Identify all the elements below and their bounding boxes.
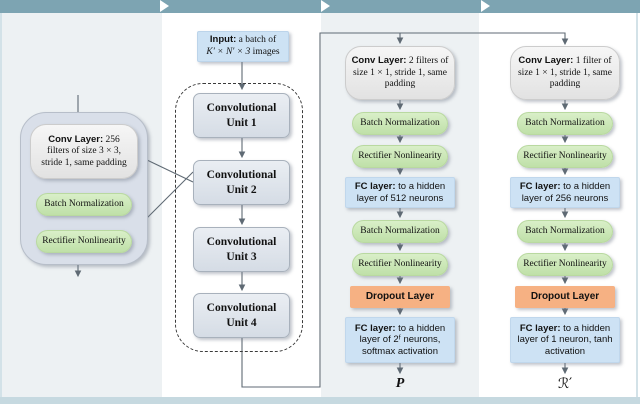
value-fc-1-box: FC layer: to a hidden layer of 256 neuro… — [510, 177, 620, 208]
unit-label-line2: Unit 3 — [226, 250, 257, 263]
unit-label-line1: Convolutional — [206, 169, 277, 182]
value-output-symbol: ℛ′ — [557, 376, 573, 392]
conv-layer-desc: 2 filters of size 1 × 1, stride 1, same … — [352, 56, 449, 90]
batch-norm-label: Batch Normalization — [360, 117, 440, 128]
conv-unit-3-box: Convolutional Unit 3 — [193, 227, 290, 272]
policy-conv-layer-box: Conv Layer: 2 filters of size 1 × 1, str… — [345, 46, 455, 100]
conv-unit-1-box: Convolutional Unit 1 — [193, 93, 290, 138]
rectifier-label: Rectifier Nonlinearity — [523, 258, 607, 269]
unit-label-line2: Unit 4 — [226, 316, 257, 329]
policy-fc-1-box: FC layer: to a hidden layer of 512 neuro… — [345, 177, 455, 208]
detail-conv-layer-box: Conv Layer: 256 filters of size 3 × 3, s… — [30, 124, 138, 179]
conv-unit-4-box: Convolutional Unit 4 — [193, 293, 290, 338]
value-dropout-box: Dropout Layer — [515, 286, 615, 308]
fc-layer-desc: to a hidden layer of 1 neuron, tanh acti… — [517, 322, 613, 357]
detail-batch-norm-box: Batch Normalization — [36, 193, 132, 216]
unit-label-line1: Convolutional — [206, 302, 277, 315]
fc-layer-desc: to a hidden layer of 256 neurons — [521, 180, 611, 204]
conv-layer-title: Conv Layer: — [351, 55, 407, 67]
input-dims-tail: images — [250, 47, 280, 57]
unit-label-line1: Convolutional — [206, 236, 277, 249]
left-frame-line — [0, 13, 2, 397]
fc-layer-title: FC layer: — [519, 322, 561, 334]
dropout-label: Dropout Layer — [530, 290, 600, 302]
fc-layer-title: FC layer: — [354, 322, 396, 334]
rectifier-label: Rectifier Nonlinearity — [358, 258, 442, 269]
value-conv-layer-box: Conv Layer: 1 filter of size 1 × 1, stri… — [510, 46, 620, 100]
dropout-label: Dropout Layer — [365, 290, 435, 302]
input-title: Input: — [209, 34, 237, 46]
rectifier-label: Rectifier Nonlinearity — [42, 235, 126, 246]
unit-label-line2: Unit 1 — [226, 116, 257, 129]
value-batch-norm-2-box: Batch Normalization — [517, 220, 613, 243]
chevron-right-icon — [160, 0, 169, 12]
value-fc-2-box: FC layer: to a hidden layer of 1 neuron,… — [510, 317, 620, 363]
bottom-bar — [0, 397, 640, 404]
right-frame-line — [636, 13, 638, 397]
unit-label-line1: Convolutional — [206, 102, 277, 115]
policy-rectifier-1-box: Rectifier Nonlinearity — [352, 145, 448, 168]
batch-norm-label: Batch Normalization — [525, 117, 605, 128]
fc-layer-title: FC layer: — [519, 180, 561, 192]
batch-norm-label: Batch Normalization — [360, 225, 440, 236]
conv-layer-title: Conv Layer: — [518, 55, 574, 67]
rectifier-label: Rectifier Nonlinearity — [523, 150, 607, 161]
fc-layer-title: FC layer: — [354, 180, 396, 192]
chevron-right-icon — [321, 0, 330, 12]
value-batch-norm-1-box: Batch Normalization — [517, 112, 613, 135]
policy-rectifier-2-box: Rectifier Nonlinearity — [352, 253, 448, 276]
fc-layer-desc: to a hidden layer of 512 neurons — [356, 180, 446, 204]
conv-layer-desc: 1 filter of size 1 × 1, stride 1, same p… — [517, 56, 612, 90]
rectifier-label: Rectifier Nonlinearity — [358, 150, 442, 161]
input-dims: K′ × N′ × 3 — [206, 47, 251, 57]
batch-norm-label: Batch Normalization — [525, 225, 605, 236]
batch-norm-label: Batch Normalization — [44, 198, 124, 209]
fc-layer-desc: to a hidden layer of 2ᶠ neurons, softmax… — [359, 322, 446, 357]
input-box: Input: a batch of K′ × N′ × 3 images — [197, 31, 289, 62]
top-banner — [0, 0, 640, 13]
chevron-right-icon — [481, 0, 490, 12]
policy-fc-2-box: FC layer: to a hidden layer of 2ᶠ neuron… — [345, 317, 455, 363]
detail-rectifier-box: Rectifier Nonlinearity — [36, 230, 132, 253]
conv-unit-2-box: Convolutional Unit 2 — [193, 160, 290, 205]
policy-batch-norm-2-box: Batch Normalization — [352, 220, 448, 243]
conv-layer-desc: 256 filters of size 3 × 3, stride 1, sam… — [41, 134, 127, 168]
backbone-dashed-outline — [175, 83, 303, 352]
policy-output-symbol: P — [395, 376, 405, 391]
unit-label-line2: Unit 2 — [226, 183, 257, 196]
conv-layer-title: Conv Layer: — [48, 133, 104, 145]
value-rectifier-2-box: Rectifier Nonlinearity — [517, 253, 613, 276]
policy-batch-norm-1-box: Batch Normalization — [352, 112, 448, 135]
input-desc: a batch of — [236, 35, 277, 46]
value-rectifier-1-box: Rectifier Nonlinearity — [517, 145, 613, 168]
policy-dropout-box: Dropout Layer — [350, 286, 450, 308]
